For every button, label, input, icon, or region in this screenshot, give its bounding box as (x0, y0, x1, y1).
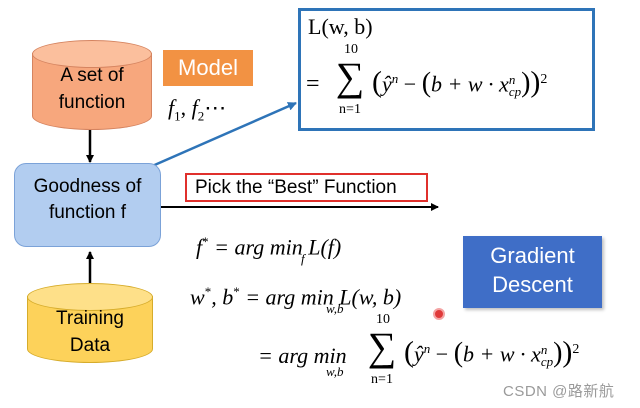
goodness-label-line2: function f (48, 202, 127, 223)
equation-expanded-sum-lower: n=1 (371, 372, 393, 387)
equation-f-star-under: f (301, 251, 305, 266)
training-data-cylinder: Training Data (27, 283, 153, 363)
loss-lhs: L(w, b) (308, 14, 373, 39)
loss-equals: = (306, 71, 320, 97)
watermark: CSDN @路新航 (503, 383, 615, 400)
goodness-label-line1: Goodness of (33, 176, 142, 197)
equation-wb-star: w*, b* = arg min L(w, b) (190, 284, 402, 310)
equation-wb-star-under: w,b (326, 301, 344, 316)
training-data-label-line2: Data (69, 335, 111, 356)
training-data-label-line1: Training (56, 308, 124, 329)
function-set-label-line2: function (58, 92, 126, 113)
gradient-descent-line1: Gradient (490, 243, 575, 268)
equation-expanded-prefix: = arg min (258, 343, 347, 368)
function-set-cylinder: A set of function (32, 40, 152, 130)
function-list: f1, f2⋯ (168, 95, 227, 124)
equation-f-star: f* = arg min L(f) (196, 234, 342, 260)
arrow-goodness-to-loss (149, 101, 297, 169)
loss-sum-upper: 10 (344, 42, 358, 57)
gradient-descent-box: Gradient Descent (463, 236, 602, 308)
pointer-dot (433, 308, 445, 320)
function-set-label-line1: A set of (60, 65, 124, 86)
equation-expanded-sum-upper: 10 (376, 312, 390, 327)
loss-function-box (298, 8, 595, 131)
equation-expanded-under: w,b (326, 364, 344, 379)
gradient-descent-line2: Descent (492, 272, 573, 297)
model-badge: Model (163, 50, 253, 86)
pick-best-function-box: Pick the “Best” Function (185, 173, 428, 202)
loss-sum-lower: n=1 (339, 102, 361, 117)
equation-expanded-sum-icon: ∑ (367, 324, 397, 369)
goodness-of-function-box: Goodness of function f (14, 163, 161, 247)
loss-sum-icon: ∑ (335, 54, 365, 99)
